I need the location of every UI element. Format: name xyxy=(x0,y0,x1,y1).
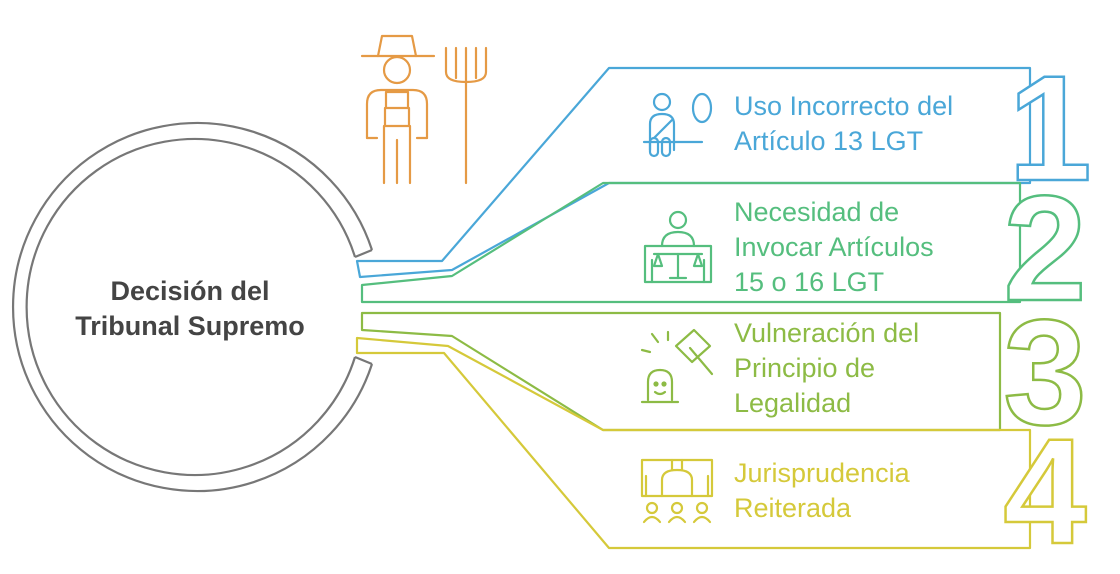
number-4: 4 xyxy=(1003,407,1086,574)
item-1-line-1: Uso Incorrecto del xyxy=(734,89,953,124)
item-2-line-3: 15 o 16 LGT xyxy=(734,265,884,300)
center-title-line-2: Tribunal Supremo xyxy=(40,311,340,342)
item-4-line-2: Reiterada xyxy=(734,491,851,526)
judge-scales-icon xyxy=(645,212,711,282)
item-3-line-2: Principio de xyxy=(734,351,875,386)
court-audience-icon xyxy=(642,460,712,522)
item-3-line-1: Vulneración del xyxy=(734,316,919,351)
center-title-line-1: Decisión del xyxy=(40,276,340,307)
band-4-outline xyxy=(357,338,1030,548)
center-ring xyxy=(13,123,372,491)
item-4-line-1: Jurisprudencia xyxy=(734,456,910,491)
gavel-icon xyxy=(642,330,712,402)
item-2-line-2: Invocar Artículos xyxy=(734,230,934,265)
item-3-line-3: Legalidad xyxy=(734,386,851,421)
person-reading-icon xyxy=(644,94,711,156)
item-1-line-2: Artículo 13 LGT xyxy=(734,124,923,159)
farmer-with-pitchfork-icon xyxy=(362,36,486,183)
item-2-line-1: Necesidad de xyxy=(734,195,899,230)
